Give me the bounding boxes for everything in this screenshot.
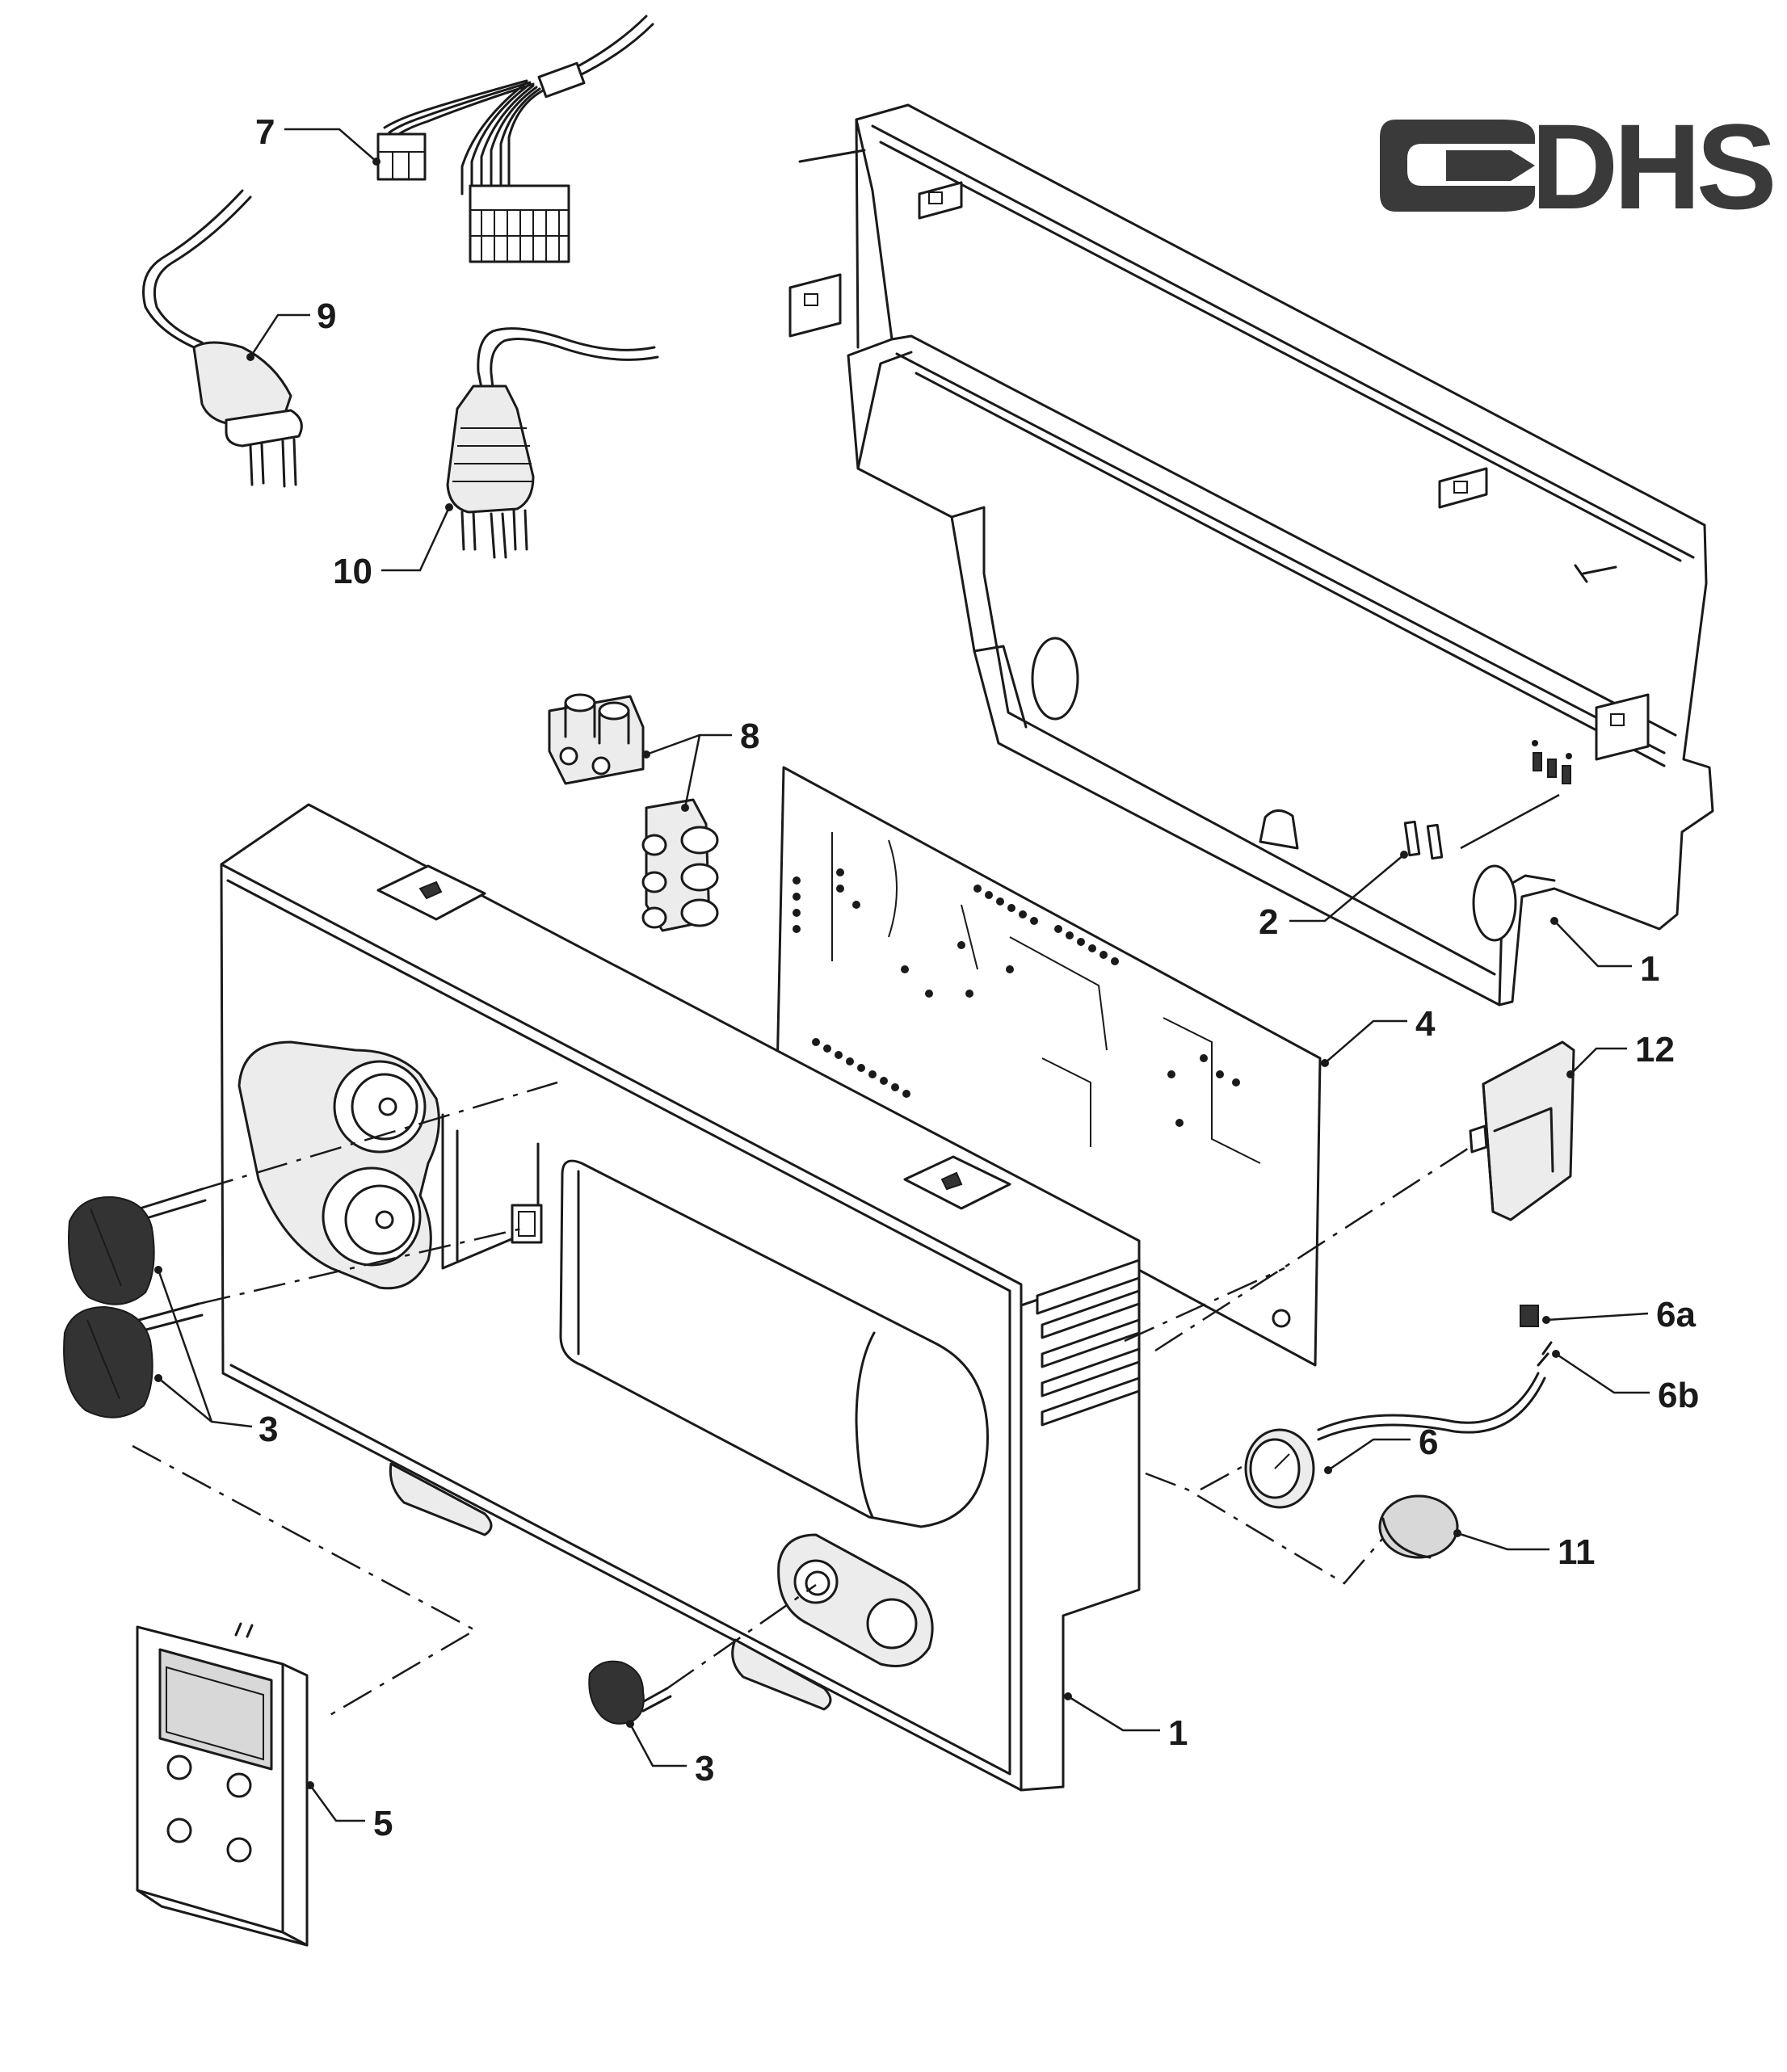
euro-plug: [142, 189, 303, 488]
callout-12: 12: [1566, 1030, 1675, 1078]
dhs-logo: DHS: [1380, 99, 1778, 234]
circuit-board: [776, 766, 1322, 1367]
assembly-guide-lines: [132, 1081, 1471, 1721]
callout-11-label: 11: [1558, 1532, 1596, 1572]
knob-upper: [68, 1187, 207, 1305]
callout-6-label: 6: [1419, 1423, 1438, 1462]
callout-3-upper: 3: [154, 1266, 278, 1449]
callout-12-label: 12: [1635, 1030, 1675, 1070]
wiring-harness: [376, 15, 654, 263]
callout-8: 8: [642, 717, 759, 812]
cover-clip: [1469, 1040, 1575, 1221]
callout-5: 5: [306, 1781, 393, 1843]
callout-4-label: 4: [1415, 1004, 1436, 1044]
callout-9: 9: [246, 296, 336, 361]
callout-3-upper-label: 3: [259, 1410, 278, 1449]
callout-10: 10: [333, 503, 453, 591]
fuses: [1403, 740, 1572, 860]
callout-1-bottom: 1: [1064, 1692, 1188, 1753]
callout-6a: 6a: [1542, 1295, 1696, 1334]
callout-6b-label: 6b: [1658, 1376, 1699, 1415]
callout-6b: 6b: [1552, 1350, 1699, 1415]
knob-middle: [63, 1302, 204, 1418]
callout-5-label: 5: [373, 1804, 393, 1843]
callout-9-label: 9: [317, 296, 336, 336]
callout-4: 4: [1321, 1004, 1436, 1067]
front-panel: [220, 803, 1141, 1792]
pressure-gauge: [1244, 1305, 1553, 1509]
callout-1-top: 1: [1550, 917, 1659, 989]
knob-lower: [588, 1660, 672, 1725]
callout-6: 6: [1324, 1423, 1438, 1474]
callout-3-lower-label: 3: [695, 1749, 714, 1788]
callout-1-bottom-label: 1: [1168, 1713, 1188, 1753]
callout-1-top-label: 1: [1640, 949, 1659, 989]
callout-7: 7: [255, 112, 381, 166]
callout-10-label: 10: [333, 552, 372, 591]
callout-2: 2: [1259, 851, 1408, 942]
callout-11: 11: [1453, 1529, 1596, 1572]
timer-module: [136, 1622, 309, 1947]
callout-7-label: 7: [255, 112, 275, 152]
round-cap: [1378, 1494, 1459, 1559]
rear-housing: [788, 103, 1714, 1007]
callout-3-lower: 3: [626, 1720, 714, 1788]
swiss-plug: [446, 327, 659, 559]
callout-2-label: 2: [1259, 902, 1278, 942]
callout-6a-label: 6a: [1656, 1295, 1696, 1334]
callout-8-label: 8: [740, 717, 759, 756]
terminal-blocks: [548, 693, 719, 932]
logo-text: DHS: [1531, 99, 1773, 234]
